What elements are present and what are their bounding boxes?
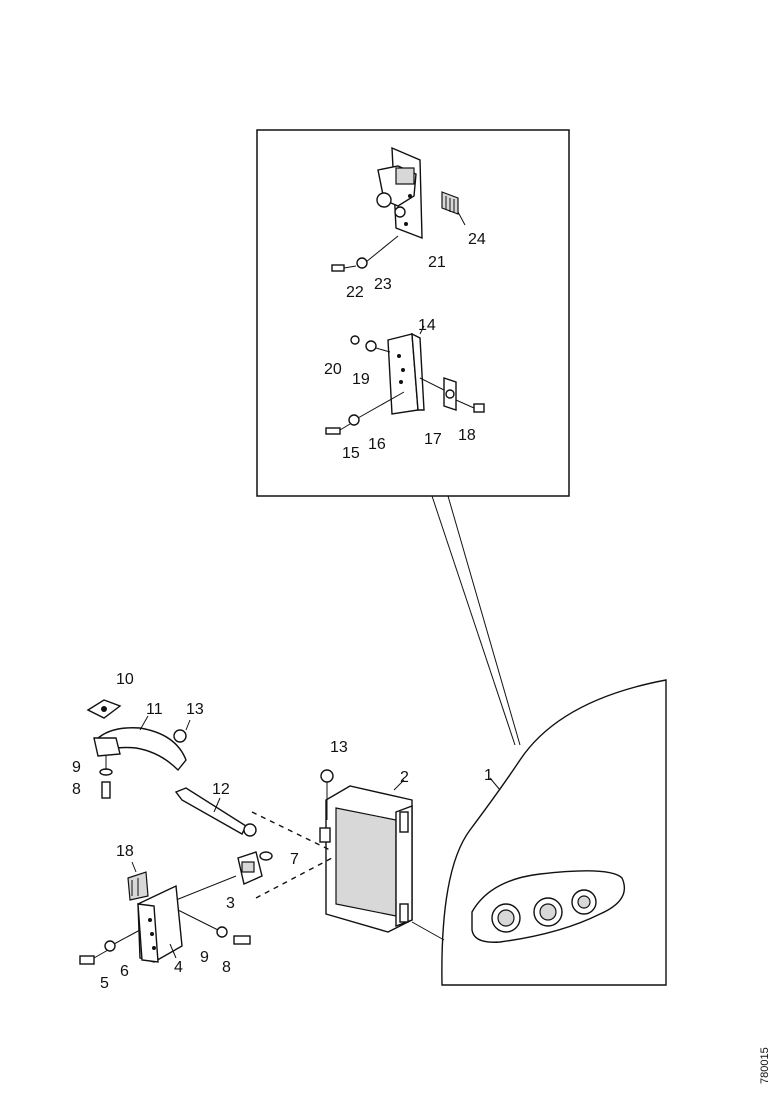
callout-17: 17 (424, 431, 442, 448)
callout-18-lower: 18 (116, 843, 134, 860)
clip-part-18-lower (127, 871, 149, 901)
washer-part-23 (356, 257, 368, 269)
callout-3: 3 (226, 895, 235, 912)
washer-part-16 (348, 414, 360, 426)
hinge-leaf-part-4 (137, 884, 183, 963)
screw-part-20 (350, 335, 360, 345)
washer-part-7 (259, 851, 273, 861)
screw-part-22 (331, 264, 357, 272)
callout-9-lower: 9 (200, 949, 209, 966)
knob-center-icon (533, 897, 563, 927)
callout-22: 22 (346, 284, 364, 301)
panel-body-part-1 (411, 679, 667, 986)
callout-6-left: 6 (120, 963, 129, 980)
rod-part-12 (174, 787, 257, 837)
knob-left-icon (491, 903, 521, 933)
callout-8-lower: 8 (222, 959, 231, 976)
callout-2: 2 (400, 769, 409, 786)
callout-7: 7 (290, 851, 299, 868)
callout-13-left: 13 (186, 701, 204, 718)
callout-16: 16 (368, 436, 386, 453)
callout-13-right: 13 (330, 739, 348, 756)
callout-10: 10 (116, 671, 134, 688)
handle-lever-part-11 (93, 715, 187, 772)
clip-part-24 (441, 191, 459, 215)
callout-1: 1 (484, 767, 493, 784)
plate-part-10 (86, 699, 122, 719)
callout-8-upper: 8 (72, 781, 81, 798)
dashed-guide-lower (255, 857, 333, 899)
figure-reference-code: 780015 (759, 1047, 771, 1084)
callout-9-upper: 9 (72, 759, 81, 776)
latch-bracket-part-21 (376, 146, 423, 240)
callout-18-upper: 18 (458, 427, 476, 444)
callout-11: 11 (146, 701, 163, 718)
screw-part-15 (325, 427, 341, 435)
nut-part-13-left (173, 729, 187, 743)
hinge-plate-part-14 (387, 332, 425, 415)
callout-5-left: 5 (100, 975, 109, 992)
callout-23: 23 (374, 276, 392, 293)
washer-part-6-left (104, 940, 116, 952)
washer-part-19 (365, 340, 377, 352)
callout-15: 15 (342, 445, 360, 462)
callout-20: 20 (324, 361, 342, 378)
callout-14: 14 (418, 317, 436, 334)
nut-part-13-right (320, 769, 334, 820)
washer-part-6-right (216, 926, 228, 938)
knob-right-icon (571, 889, 597, 915)
clip-part-17 (443, 377, 457, 411)
door-bracket-part-2 (319, 779, 413, 933)
callout-21: 21 (428, 254, 446, 271)
screw-part-5-right (233, 935, 251, 945)
screw-part-18-upper (473, 403, 485, 413)
detail-inset: 21 24 22 23 14 20 19 17 18 15 16 (256, 129, 570, 746)
screw-part-8-upper (101, 781, 111, 799)
callout-19: 19 (352, 371, 370, 388)
bracket-part-3 (237, 851, 263, 885)
callout-4: 4 (174, 959, 183, 976)
callout-12: 12 (212, 781, 230, 798)
dashed-guide-upper (251, 811, 331, 851)
screw-part-5-left (79, 949, 109, 965)
callout-24: 24 (468, 231, 486, 248)
